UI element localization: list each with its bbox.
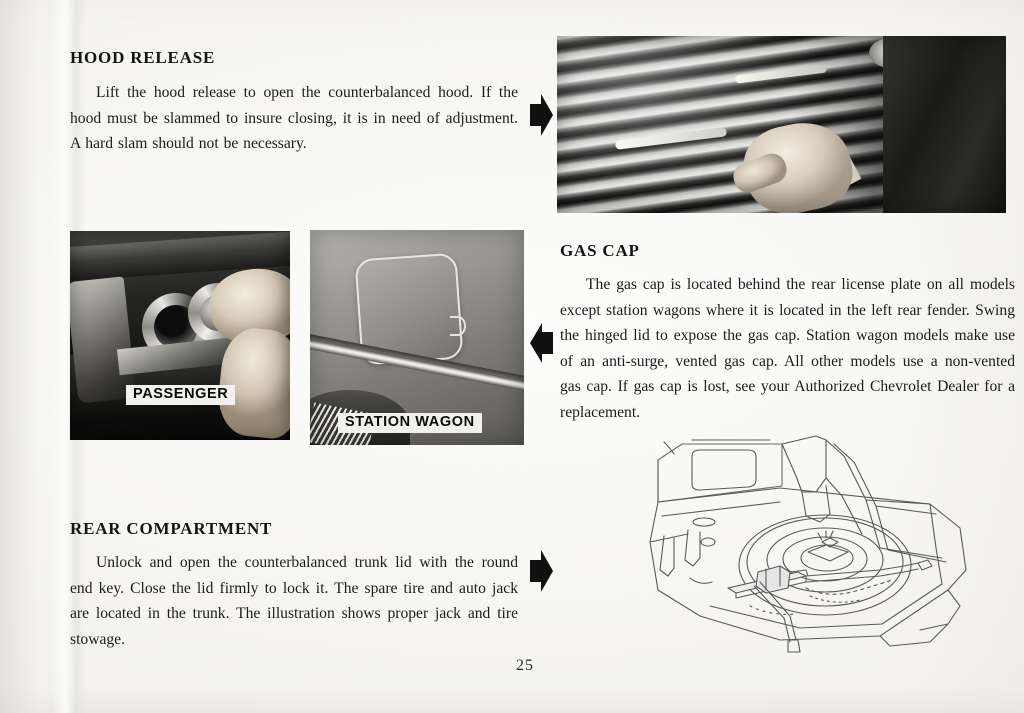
section-body-gas-cap: The gas cap is located behind the rear l… [560, 276, 1015, 421]
section-heading-rear-compartment: REAR COMPARTMENT [70, 519, 273, 538]
photo-caption-station-wagon: STATION WAGON [338, 413, 482, 433]
arrow-to-hood-release-photo [528, 92, 554, 138]
passenger-gas-cap-photo: PASSENGER [70, 231, 290, 440]
section-body-rear-compartment: Unlock and open the counterbalanced trun… [70, 554, 518, 648]
arrow-to-trunk-illustration [528, 548, 554, 594]
section-heading-hood-release: HOOD RELEASE [70, 48, 216, 67]
hood-release-photo [557, 36, 1006, 213]
station-wagon-gas-cap-photo: STATION WAGON [310, 230, 524, 445]
photo-caption-passenger: PASSENGER [126, 385, 236, 405]
section-heading-gas-cap: GAS CAP [560, 241, 640, 260]
section-body-hood-release: Lift the hood release to open the counte… [70, 84, 518, 152]
trunk-stowage-illustration [630, 430, 990, 655]
page-number: 25 [516, 657, 534, 674]
arrow-to-gas-cap-text [529, 321, 555, 365]
